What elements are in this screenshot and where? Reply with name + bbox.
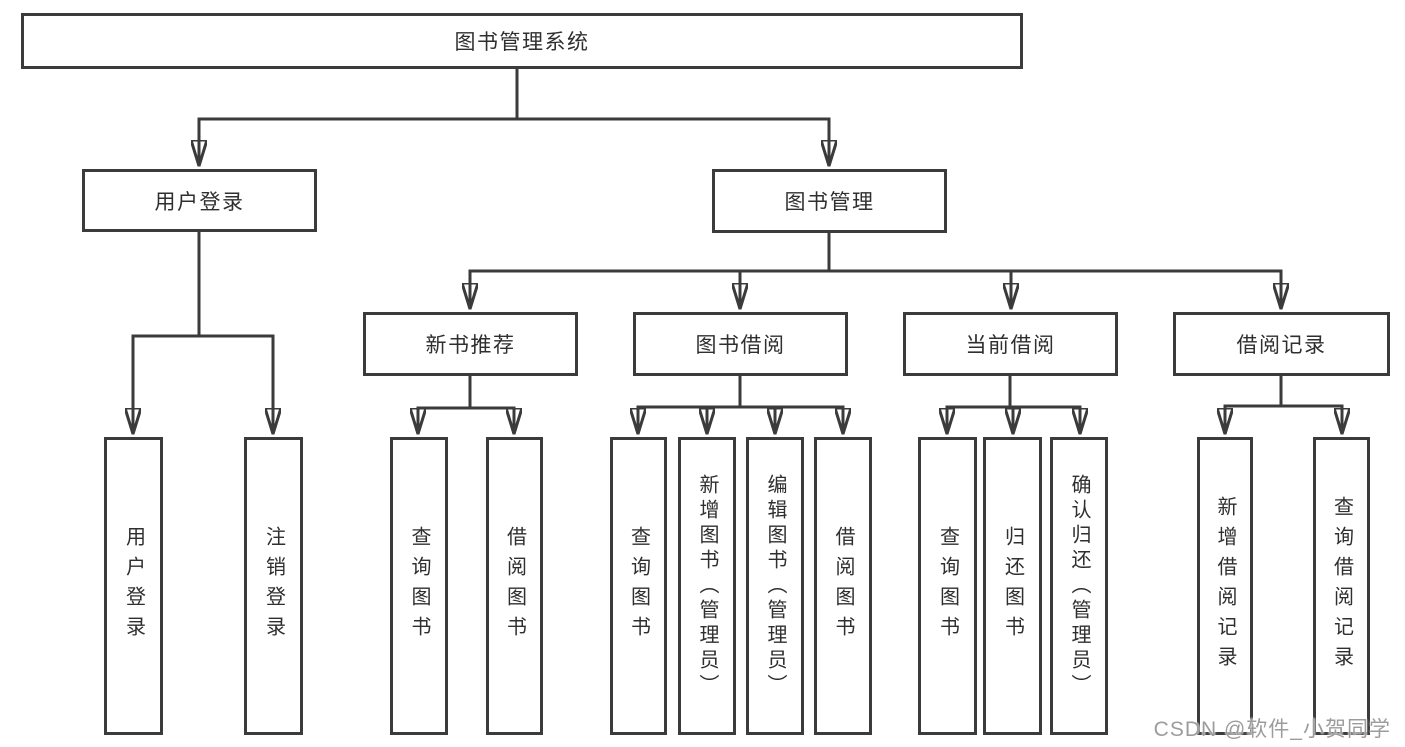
leaf-borrow-books-2-label: 借阅图书 <box>832 526 854 646</box>
leaf-borrow-books-2: 借阅图书 <box>814 437 872 735</box>
leaf-edit-books-admin-label: 编辑图书（管理员） <box>764 473 786 699</box>
leaf-logout: 注销登录 <box>244 437 303 735</box>
leaf-return-books: 归还图书 <box>983 437 1042 735</box>
leaf-confirm-return-admin-label: 确认归还（管理员） <box>1068 473 1090 699</box>
node-book-borrowing-label: 图书借阅 <box>695 334 786 357</box>
node-current-borrowing-label: 当前借阅 <box>965 334 1056 357</box>
leaf-query-books-3-label: 查询图书 <box>936 526 959 646</box>
leaf-query-books-2-label: 查询图书 <box>627 526 650 646</box>
leaf-return-books-label: 归还图书 <box>1001 526 1024 646</box>
leaf-add-borrow-record: 新增借阅记录 <box>1197 437 1253 735</box>
leaf-query-books-3: 查询图书 <box>918 437 977 735</box>
node-new-book-recommend: 新书推荐 <box>363 312 578 376</box>
leaf-edit-books-admin: 编辑图书（管理员） <box>746 437 804 735</box>
leaf-query-books-2: 查询图书 <box>610 437 667 735</box>
leaf-query-books-1: 查询图书 <box>390 437 448 735</box>
leaf-borrow-books-1-label: 借阅图书 <box>503 526 526 646</box>
leaf-user-login: 用户登录 <box>104 437 163 735</box>
leaf-add-borrow-record-label: 新增借阅记录 <box>1214 496 1236 676</box>
node-new-book-recommend-label: 新书推荐 <box>425 334 516 357</box>
node-user-login: 用户登录 <box>82 169 317 232</box>
node-book-borrowing: 图书借阅 <box>633 312 848 376</box>
leaf-user-login-label: 用户登录 <box>122 526 145 646</box>
csdn-watermark: CSDN @软件_小贺同学 <box>1153 718 1391 741</box>
leaf-add-books-admin: 新增图书（管理员） <box>678 437 736 735</box>
leaf-add-books-admin-label: 新增图书（管理员） <box>696 473 718 699</box>
leaf-query-books-1-label: 查询图书 <box>408 526 430 646</box>
node-user-login-label: 用户登录 <box>154 190 245 214</box>
node-current-borrowing: 当前借阅 <box>903 312 1118 376</box>
node-book-management-label: 图书管理 <box>784 191 875 214</box>
leaf-confirm-return-admin: 确认归还（管理员） <box>1050 437 1108 735</box>
node-borrowing-records: 借阅记录 <box>1173 312 1390 376</box>
leaf-query-borrow-record: 查询借阅记录 <box>1313 437 1370 735</box>
node-book-management: 图书管理 <box>712 169 947 233</box>
node-library-system: 图书管理系统 <box>21 13 1023 69</box>
leaf-logout-label: 注销登录 <box>262 526 285 646</box>
node-borrowing-records-label: 借阅记录 <box>1236 334 1327 357</box>
leaf-query-borrow-record-label: 查询借阅记录 <box>1330 496 1353 676</box>
leaf-borrow-books-1: 借阅图书 <box>486 437 543 735</box>
node-library-system-label: 图书管理系统 <box>454 31 590 54</box>
